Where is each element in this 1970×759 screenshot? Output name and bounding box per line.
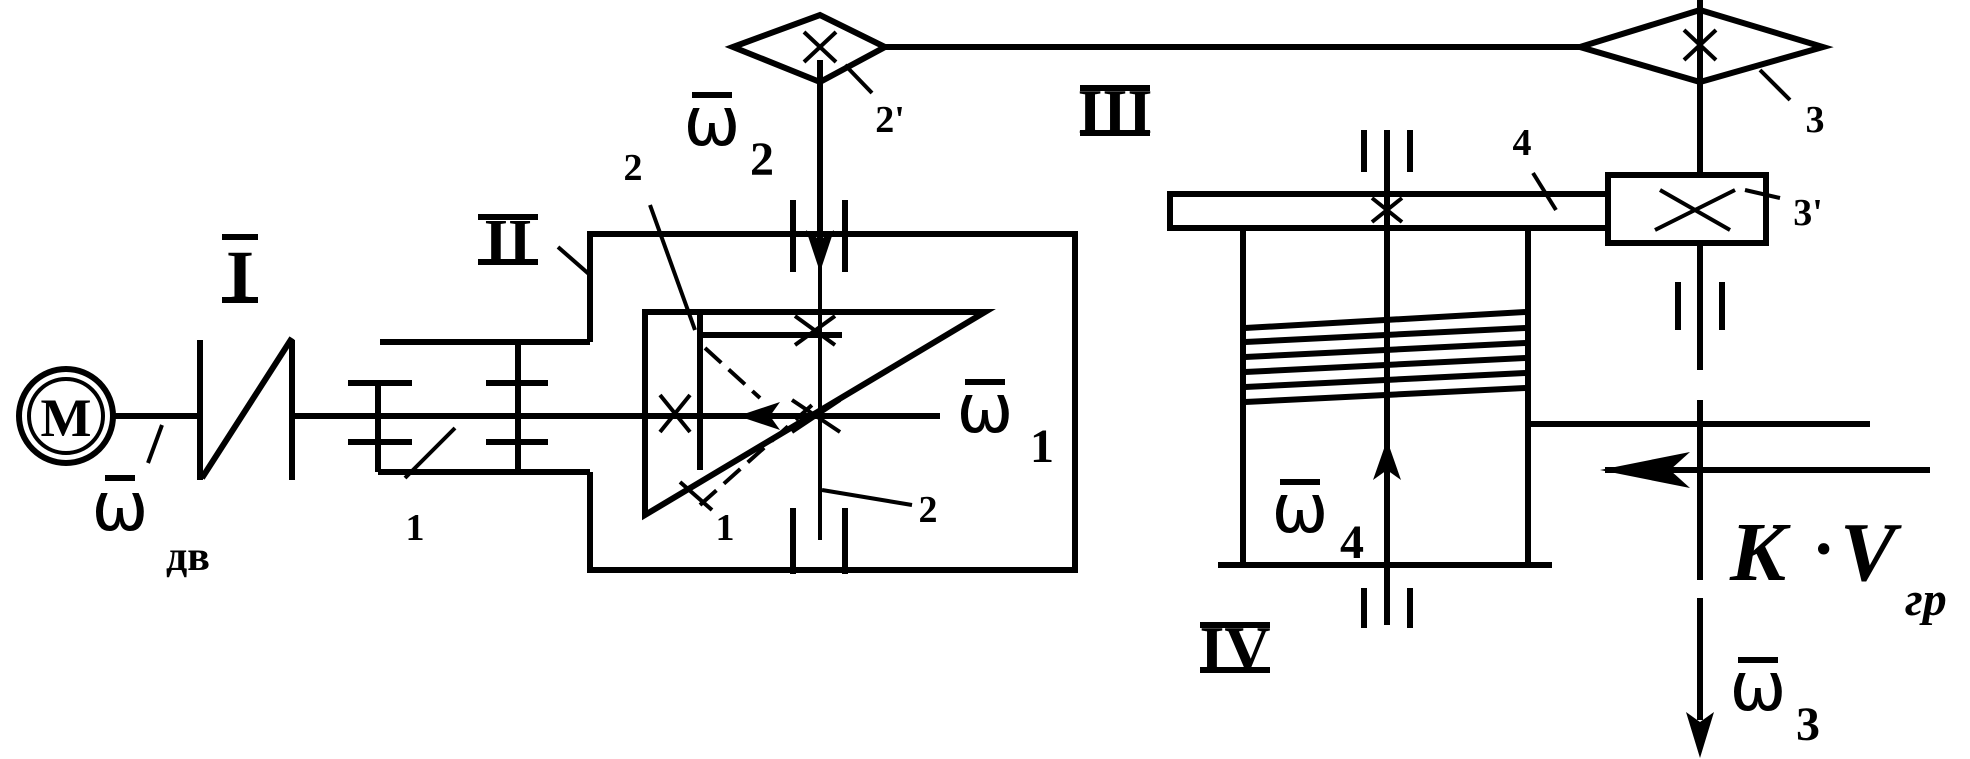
omega-4-label: ω 4: [1272, 470, 1364, 569]
omega-3-label: ω 3: [1730, 648, 1820, 751]
motor-inner-ring: [27, 377, 105, 455]
omega-3-sub: 3: [1796, 698, 1820, 751]
omega-2-arrow: [806, 230, 834, 272]
part-number-4: 4: [1513, 122, 1532, 164]
omega-4-symbol: ω: [1272, 470, 1329, 549]
part-number-3-prime: 3': [1793, 192, 1823, 234]
omega-1-arrow: [738, 402, 780, 430]
gear-1-assembly: [348, 339, 590, 480]
drum-4: [1218, 130, 1552, 628]
omega-3-arrow: [1686, 712, 1714, 758]
part-number-3: 3: [1806, 99, 1825, 141]
rope-winding: [1244, 309, 1527, 405]
part-number-2-bottom: 2: [919, 489, 938, 531]
omega-1-symbol: ω: [957, 370, 1014, 449]
gear-4-and-3-prime: [1167, 171, 1781, 246]
force-sub: гр: [1905, 573, 1947, 626]
carrier-housing: [556, 231, 1078, 573]
part-numbers: 1 1 2 2 2' 3 3' 4: [406, 99, 1825, 549]
shaft-2-vertical: [806, 60, 834, 272]
part-number-2-top: 2: [624, 147, 643, 189]
force-k: K: [1729, 506, 1791, 599]
unit-labels: I II III IV: [222, 76, 1271, 684]
omega-motor-symbol: ω: [92, 468, 149, 547]
gear-2-prime: [724, 11, 892, 95]
force-label: K · V гр: [1729, 506, 1947, 626]
motor: M: [16, 366, 116, 466]
omega-4-arrow: [1373, 440, 1401, 480]
force-arrow: [1600, 452, 1690, 488]
part-number-1-clutch: 1: [406, 507, 425, 549]
force-v: V: [1840, 506, 1902, 599]
omega-2-symbol: ω: [684, 83, 741, 162]
omega-3-symbol: ω: [1730, 648, 1787, 727]
omega-1-label: ω 1: [957, 370, 1054, 473]
omega-1-sub: 1: [1030, 420, 1054, 473]
load-rope: [1528, 243, 1930, 758]
motor-label: M: [41, 388, 92, 448]
omega-2-label: ω 2: [684, 83, 774, 186]
unit-label-1: I: [226, 236, 254, 316]
omega-4-sub: 4: [1340, 516, 1364, 569]
gear-3: [1569, 0, 1834, 175]
part-number-1-cone: 1: [716, 507, 735, 549]
force-dot: ·: [1812, 511, 1835, 588]
omega-motor-sub: дв: [166, 534, 210, 580]
part-number-2-prime: 2': [875, 99, 905, 141]
omega-2-sub: 2: [750, 133, 774, 186]
input-shaft: [113, 336, 940, 480]
omega-motor-label: ω дв: [92, 468, 210, 580]
bevel-gear-2: [642, 200, 996, 574]
